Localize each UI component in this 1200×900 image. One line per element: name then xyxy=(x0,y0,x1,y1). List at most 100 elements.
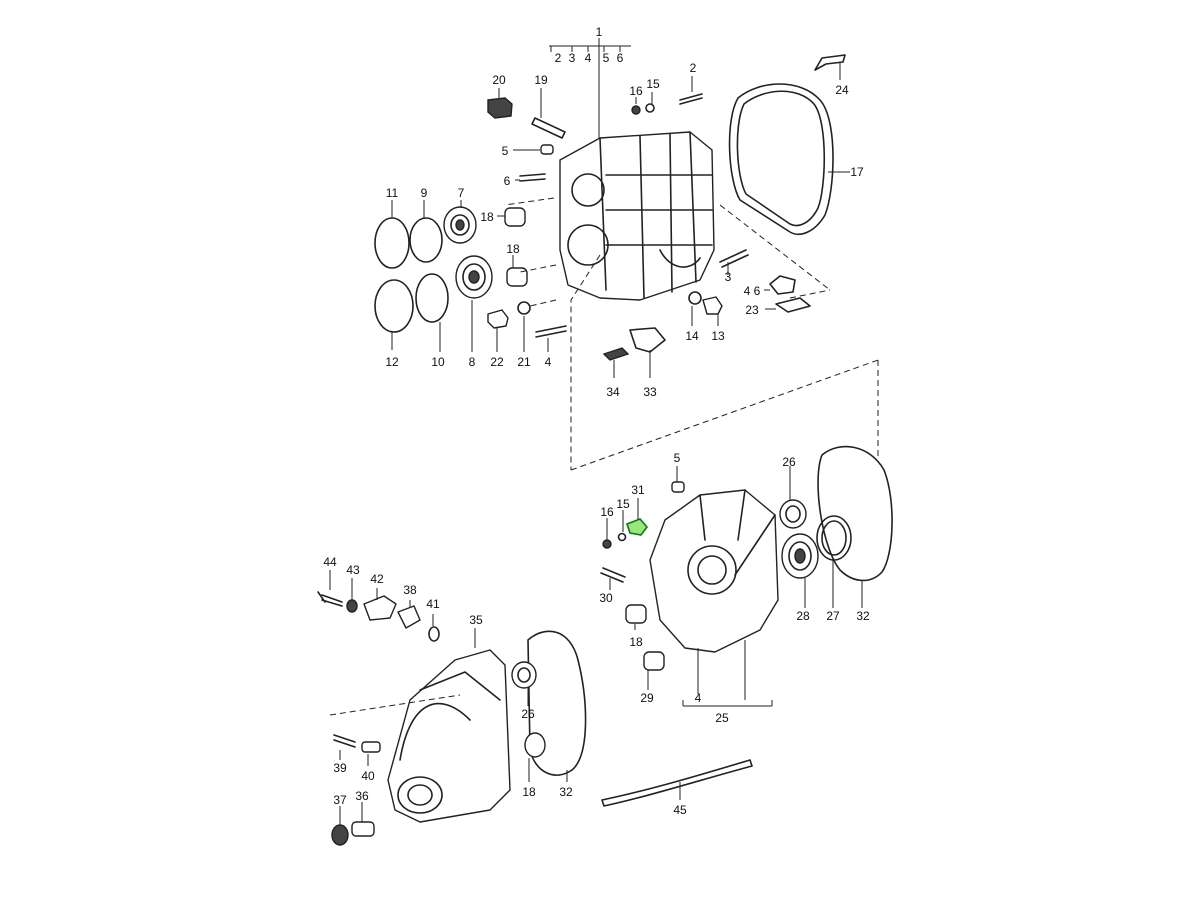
pin-40 xyxy=(361,741,381,753)
label-1: 1 xyxy=(596,25,603,39)
label-28: 28 xyxy=(796,609,810,623)
ring-10 xyxy=(415,273,449,323)
bushing-18a xyxy=(504,207,526,227)
stud-4a xyxy=(535,325,567,338)
pin-19 xyxy=(531,117,566,139)
label-18a: 18 xyxy=(480,210,494,224)
label-4b: 4 xyxy=(695,691,702,705)
sleeve-38 xyxy=(397,605,421,629)
front-cover-35 xyxy=(387,649,511,823)
label-11: 11 xyxy=(386,186,399,200)
label-22: 22 xyxy=(490,355,504,369)
nut-16a xyxy=(631,105,641,115)
washer-14 xyxy=(688,291,702,305)
gasket-32b xyxy=(527,630,587,776)
ring-11 xyxy=(374,217,410,269)
flange-42 xyxy=(363,595,397,621)
label-2: 2 xyxy=(690,61,697,75)
label-16b: 16 xyxy=(600,505,614,519)
bracket-33 xyxy=(629,327,666,353)
label-18b: 18 xyxy=(506,242,520,256)
label-32a: 32 xyxy=(856,609,870,623)
label-44: 44 xyxy=(323,555,337,569)
label-23: 23 xyxy=(745,303,759,317)
clip-46 xyxy=(769,275,796,295)
group-bracket-1 xyxy=(549,38,631,140)
label-35: 35 xyxy=(469,613,483,627)
label-42: 42 xyxy=(370,572,384,586)
label-9: 9 xyxy=(421,186,428,200)
label-37: 37 xyxy=(333,793,347,807)
label-26b: 26 xyxy=(521,707,535,721)
label-16a: 16 xyxy=(629,84,643,98)
plug-20 xyxy=(487,97,513,119)
dowel-5b xyxy=(671,481,685,493)
label-18d: 18 xyxy=(522,785,536,799)
label-30: 30 xyxy=(599,591,613,605)
clip-34 xyxy=(602,347,630,361)
label-12: 12 xyxy=(385,355,399,369)
bushing-29 xyxy=(643,651,665,671)
seal-27 xyxy=(816,515,852,561)
bushing-18c xyxy=(625,604,647,624)
ring-12 xyxy=(374,279,414,333)
label-5b: 5 xyxy=(674,451,681,465)
stud-3 xyxy=(719,249,749,268)
label-3: 3 xyxy=(725,270,732,284)
plug-13 xyxy=(702,296,723,315)
label-15a: 15 xyxy=(646,77,660,91)
stud-39 xyxy=(333,734,356,748)
label-24: 24 xyxy=(835,83,849,97)
seal-27-inner xyxy=(821,520,847,556)
bolt-44 xyxy=(317,591,343,607)
part-number-labels: 1 2 3 4 5 6 20 19 16 15 2 24 17 5 6 11 9… xyxy=(323,25,870,817)
label-1-4: 4 xyxy=(585,51,592,65)
bearing-7 xyxy=(443,206,477,244)
label-7: 7 xyxy=(458,186,465,200)
label-46: 4 6 xyxy=(744,284,761,298)
label-39: 39 xyxy=(333,761,347,775)
bolt-22 xyxy=(487,309,509,329)
group-bracket-25 xyxy=(682,640,773,707)
upper-transmission-housing xyxy=(559,131,715,301)
label-15b: 15 xyxy=(616,497,630,511)
label-14: 14 xyxy=(685,329,699,343)
nut-37 xyxy=(331,824,349,846)
label-1-2: 2 xyxy=(555,51,562,65)
label-32b: 32 xyxy=(559,785,573,799)
stud-30 xyxy=(600,567,626,583)
label-41: 41 xyxy=(426,597,440,611)
label-40: 40 xyxy=(361,769,375,783)
label-26a: 26 xyxy=(782,455,796,469)
label-33: 33 xyxy=(643,385,657,399)
bearing-26b xyxy=(511,661,537,689)
dowel-5a xyxy=(540,144,554,155)
label-43: 43 xyxy=(346,563,360,577)
label-20: 20 xyxy=(492,73,506,87)
label-19: 19 xyxy=(534,73,548,87)
bearing-8 xyxy=(455,255,493,299)
label-5a: 5 xyxy=(502,144,509,158)
stud-6a xyxy=(519,173,546,182)
label-31: 31 xyxy=(631,483,645,497)
ring-41 xyxy=(428,626,440,642)
bushing-36 xyxy=(351,821,375,837)
upper-assembly xyxy=(374,38,846,470)
lower-assembly xyxy=(317,591,753,846)
label-8: 8 xyxy=(469,355,476,369)
label-34: 34 xyxy=(606,385,620,399)
label-27: 27 xyxy=(826,609,840,623)
ring-9 xyxy=(409,217,443,263)
intermediate-housing xyxy=(649,489,779,653)
stud-2 xyxy=(679,93,703,105)
washer-15a xyxy=(645,103,655,113)
nut-16b xyxy=(602,539,612,549)
bushing-18d xyxy=(524,732,546,758)
label-25: 25 xyxy=(715,711,729,725)
label-1-3: 3 xyxy=(569,51,576,65)
clip-31-highlighted xyxy=(625,518,649,536)
bushing-18b xyxy=(506,267,528,287)
plate-23 xyxy=(775,297,811,313)
washer-21 xyxy=(517,301,531,315)
